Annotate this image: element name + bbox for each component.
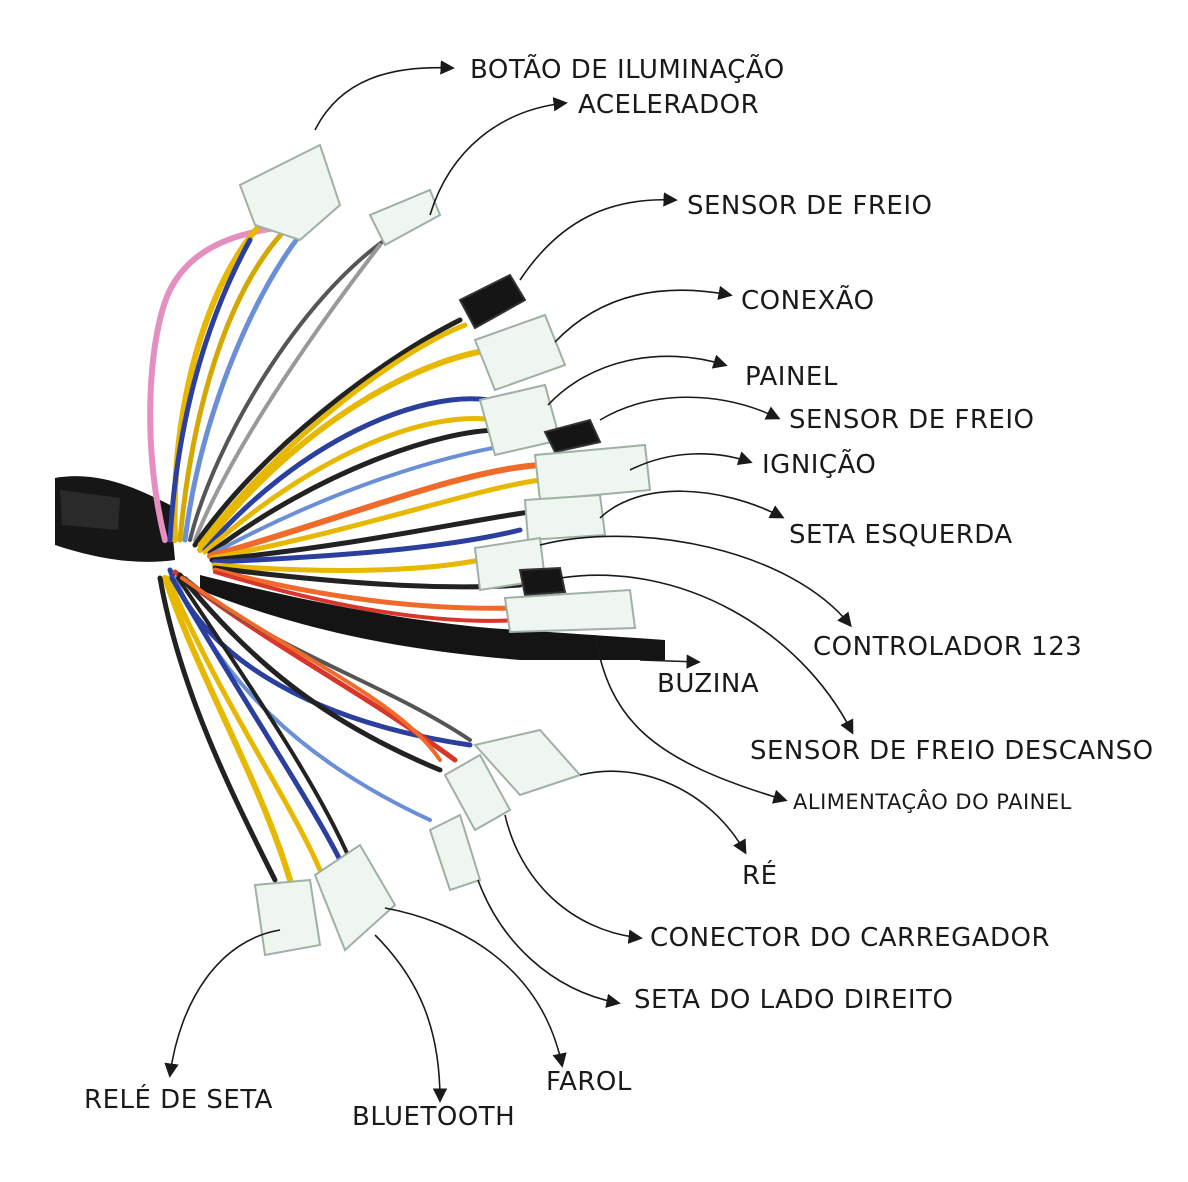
label-painel: PAINEL	[745, 362, 838, 392]
label-botao-iluminacao: BOTÃO DE ILUMINAÇÃO	[470, 55, 785, 85]
label-ignicao: IGNIÇÃO	[762, 450, 877, 480]
label-conexao: CONEXÃO	[741, 286, 875, 316]
label-rele-seta: RELÉ DE SETA	[84, 1085, 273, 1115]
label-acelerador: ACELERADOR	[578, 90, 760, 120]
label-seta-esquerda: SETA ESQUERDA	[789, 520, 1013, 550]
label-bluetooth: BLUETOOTH	[352, 1102, 516, 1132]
label-buzina: BUZINA	[657, 669, 760, 699]
label-farol: FAROL	[546, 1067, 632, 1097]
label-conector-carregador: CONECTOR DO CARREGADOR	[650, 923, 1051, 953]
connectors	[238, 143, 652, 957]
label-controlador: CONTROLADOR 123	[813, 632, 1083, 662]
cable-sheath	[55, 476, 175, 562]
label-re: RÉ	[742, 861, 778, 891]
label-sensor-freio-descanso: SENSOR DE FREIO DESCANSO	[750, 736, 1154, 766]
label-seta-direito: SETA DO LADO DIREITO	[634, 985, 954, 1015]
wires	[147, 222, 665, 883]
label-sensor-freio-2: SENSOR DE FREIO	[789, 405, 1035, 435]
label-alimentacao-painel: ALIMENTAÇÂO DO PAINEL	[793, 790, 1072, 814]
leader-arrows	[164, 60, 854, 1103]
label-sensor-freio-1: SENSOR DE FREIO	[687, 191, 933, 221]
